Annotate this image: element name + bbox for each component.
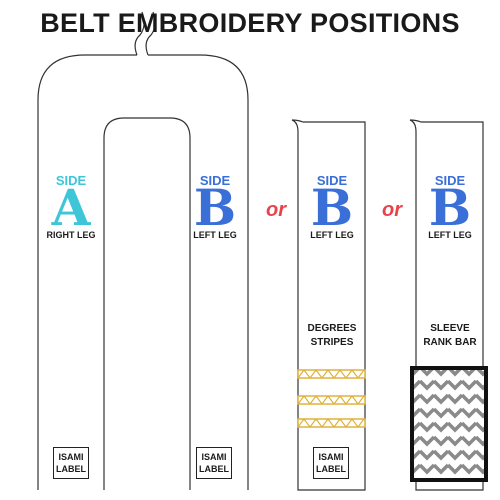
isami-label: ISAMI LABEL bbox=[53, 447, 89, 479]
sleeve-rank-bar-note: SLEEVE RANK BAR bbox=[410, 322, 490, 350]
isami-label: ISAMI LABEL bbox=[196, 447, 232, 479]
side-word: SIDE bbox=[55, 173, 87, 188]
side-letter: B bbox=[428, 178, 472, 237]
isami-label: ISAMI LABEL bbox=[313, 447, 349, 479]
folded-belt-outline-right bbox=[148, 54, 249, 490]
page-title: BELT EMBROIDERY POSITIONS bbox=[40, 8, 460, 38]
folded-belt-outline bbox=[37, 54, 137, 490]
leg-label: RIGHT LEG bbox=[46, 230, 96, 240]
sleeve-rank-bar bbox=[410, 366, 488, 482]
or-separator: or bbox=[382, 199, 402, 221]
note-line-1: DEGREES bbox=[307, 323, 357, 334]
side-letter: A bbox=[51, 178, 91, 237]
degree-stripes bbox=[297, 369, 366, 428]
or-separator: or bbox=[266, 199, 286, 221]
degrees-stripes-note: DEGREES STRIPES bbox=[292, 322, 372, 350]
leg-label: LEFT LEG bbox=[310, 230, 354, 240]
isami-label-top: ISAMI bbox=[318, 452, 344, 462]
side-letter: B bbox=[310, 178, 354, 237]
belt-break-mark bbox=[145, 11, 156, 56]
note-line-1: SLEEVE bbox=[430, 323, 470, 334]
belt-break-mark bbox=[134, 11, 145, 56]
straight-belt-outline bbox=[291, 119, 366, 491]
isami-label-bottom: LABEL bbox=[199, 464, 229, 474]
leg-label: LEFT LEG bbox=[428, 230, 472, 240]
isami-label-top: ISAMI bbox=[58, 452, 84, 462]
side-word: SIDE bbox=[434, 173, 466, 188]
isami-label-bottom: LABEL bbox=[56, 464, 86, 474]
note-line-2: RANK BAR bbox=[423, 337, 477, 348]
leg-label: LEFT LEG bbox=[193, 230, 237, 240]
side-word: SIDE bbox=[199, 173, 231, 188]
isami-label-bottom: LABEL bbox=[316, 464, 346, 474]
isami-label-top: ISAMI bbox=[201, 452, 227, 462]
straight-belt-outline bbox=[409, 119, 484, 491]
folded-belt-inner bbox=[103, 117, 191, 490]
note-line-2: STRIPES bbox=[310, 337, 354, 348]
side-word: SIDE bbox=[316, 173, 348, 188]
side-letter: B bbox=[193, 178, 237, 237]
